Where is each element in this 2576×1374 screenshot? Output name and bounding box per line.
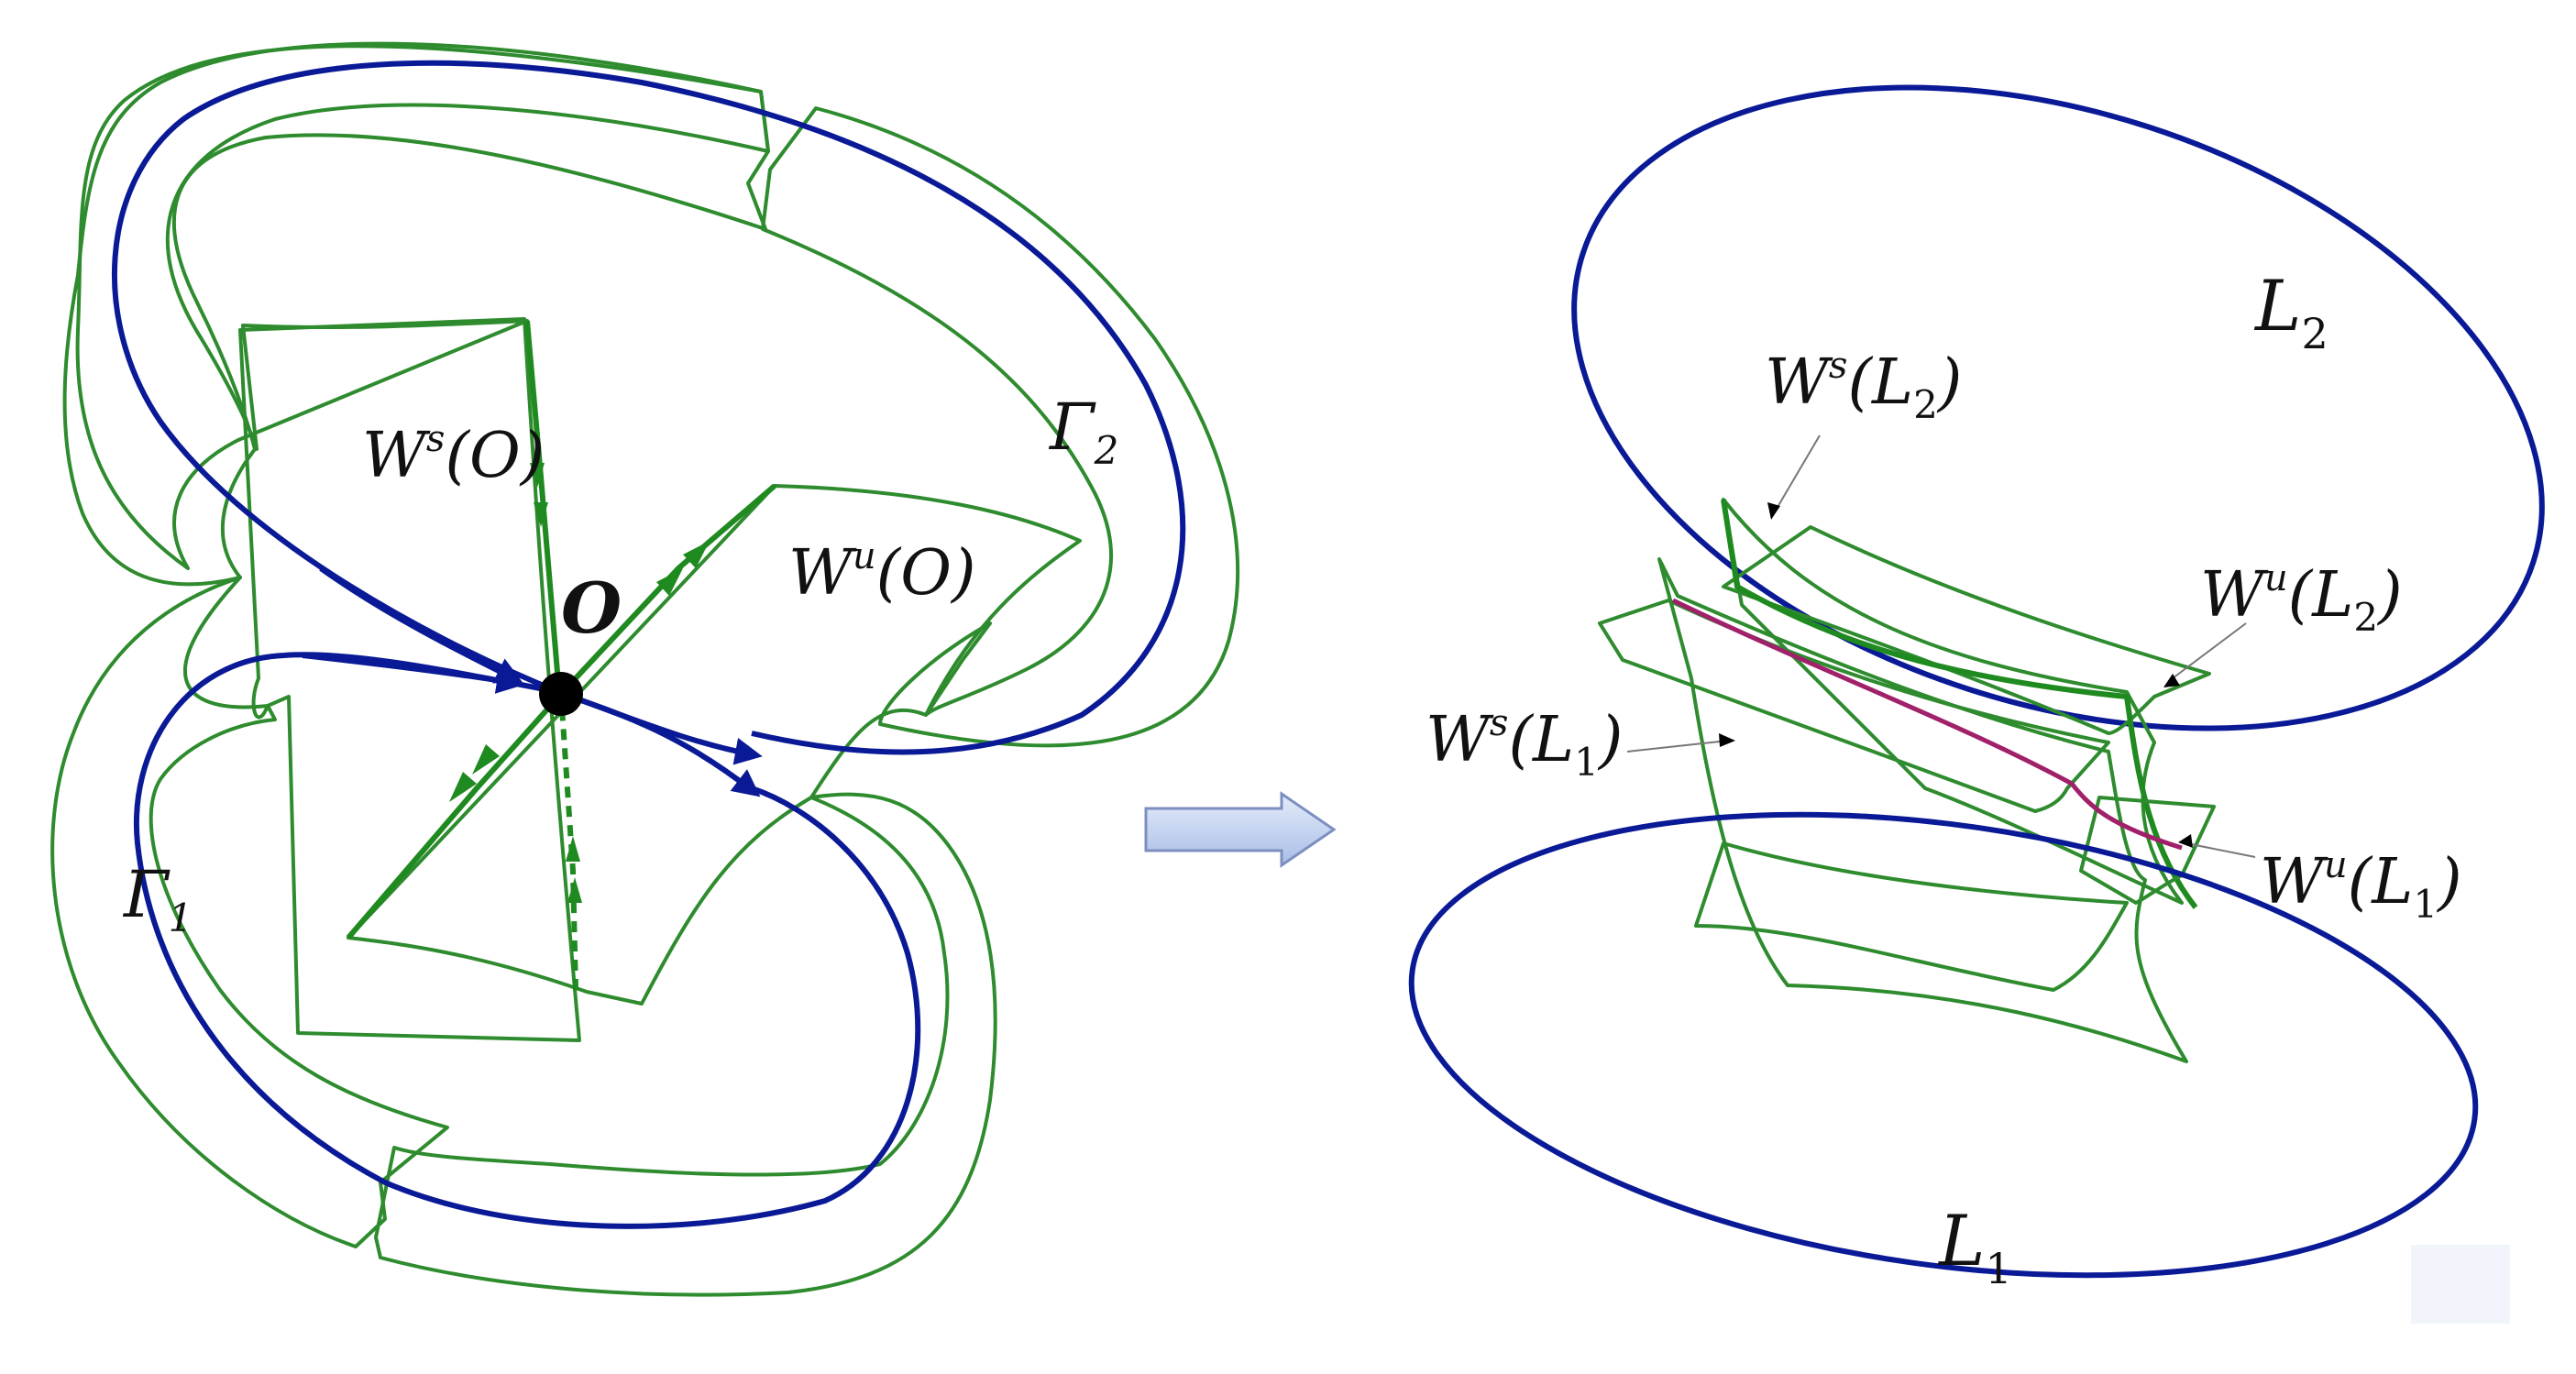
ws-l1-surface [1657,557,2188,1063]
right-arrow-icon [1144,791,1337,868]
wu-l1-label: Wu(L1) [2260,844,2462,927]
middle-yellow-strip [1598,599,2110,813]
lower-yellow-strip [1694,841,2129,992]
pointer-wu-l2 [2172,622,2247,679]
pointer-ws-l2 [1773,434,1821,514]
pointer-head-wu-l1 [2178,834,2193,848]
pointer-wu-l1 [2185,842,2256,858]
stable-line-lower-dashed [558,693,578,991]
gamma2-label: Γ2 [1048,390,1118,473]
ws-l1-label: Ws(L1) [1426,702,1623,785]
gamma2-orbit [111,60,1186,755]
green-arrow-markers [449,463,710,903]
pointer-head-ws-l2 [1767,502,1780,520]
green-arrow-down-2 [534,502,548,527]
ws-l2-surface [1722,498,2184,905]
upper-yellow-band [761,106,1239,748]
saddle-point-o [539,672,583,716]
stable-line-upper [524,320,562,695]
o-label: O [561,567,622,649]
cycle-l2 [1571,84,2545,731]
gamma1-label: Γ1 [122,857,193,940]
lower-blue-band [50,576,449,1248]
lower-yellow-band [374,792,997,1297]
pointer-head-ws-l1 [1719,733,1735,747]
corner-square [2411,1245,2510,1324]
unstable-manifold-sheet [347,484,1082,1006]
green-arrow-up-1 [566,836,580,862]
pointer-arrowheads [1719,502,2193,848]
ws-o-label: Ws(O) [362,418,545,492]
green-arrow-sw-2 [449,772,477,802]
orbit-branch-in-lower [302,653,524,694]
upper-blue-band [75,44,770,570]
green-arrow-down-1 [530,463,545,488]
transition-arrow [1144,791,1337,868]
ws-l2-edge [1721,499,2198,909]
orbit-branch-in-upper [319,566,523,684]
pointer-ws-l1 [1626,740,1729,753]
stable-manifold-sheet [238,317,581,1042]
ws-l2-label: Ws(L2) [1765,345,1962,427]
green-arrow-ne-1 [656,568,683,596]
green-arrow-sw-1 [472,744,500,775]
orbit-branch-out-lower [562,691,761,797]
pointer-head-wu-l2 [2163,674,2180,687]
left-panel-homoclinic-figure: Ws(O) Wu(O) O Γ2 Γ1 [50,41,1239,1297]
heteroclinic-intersection-curve [1671,598,2183,851]
gamma1-orbit [133,652,921,1229]
wu-o-label: Wu(O) [788,535,975,610]
cycle-l1 [1408,811,2479,1279]
l1-label: L1 [1937,1200,2012,1293]
green-arrow-ne-2 [683,541,710,568]
wu-l2-surface [1722,525,2211,735]
wu-l2-label: Wu(L2) [2200,557,2403,640]
upper-blue-band-shape [62,41,770,587]
green-arrow-up-2 [567,877,582,903]
right-panel-heteroclinic-figure: L2 L1 Ws(L2) Wu(L2) Ws(L1) Wu(L1) [1408,84,2545,1324]
l2-label: L2 [2253,265,2328,358]
